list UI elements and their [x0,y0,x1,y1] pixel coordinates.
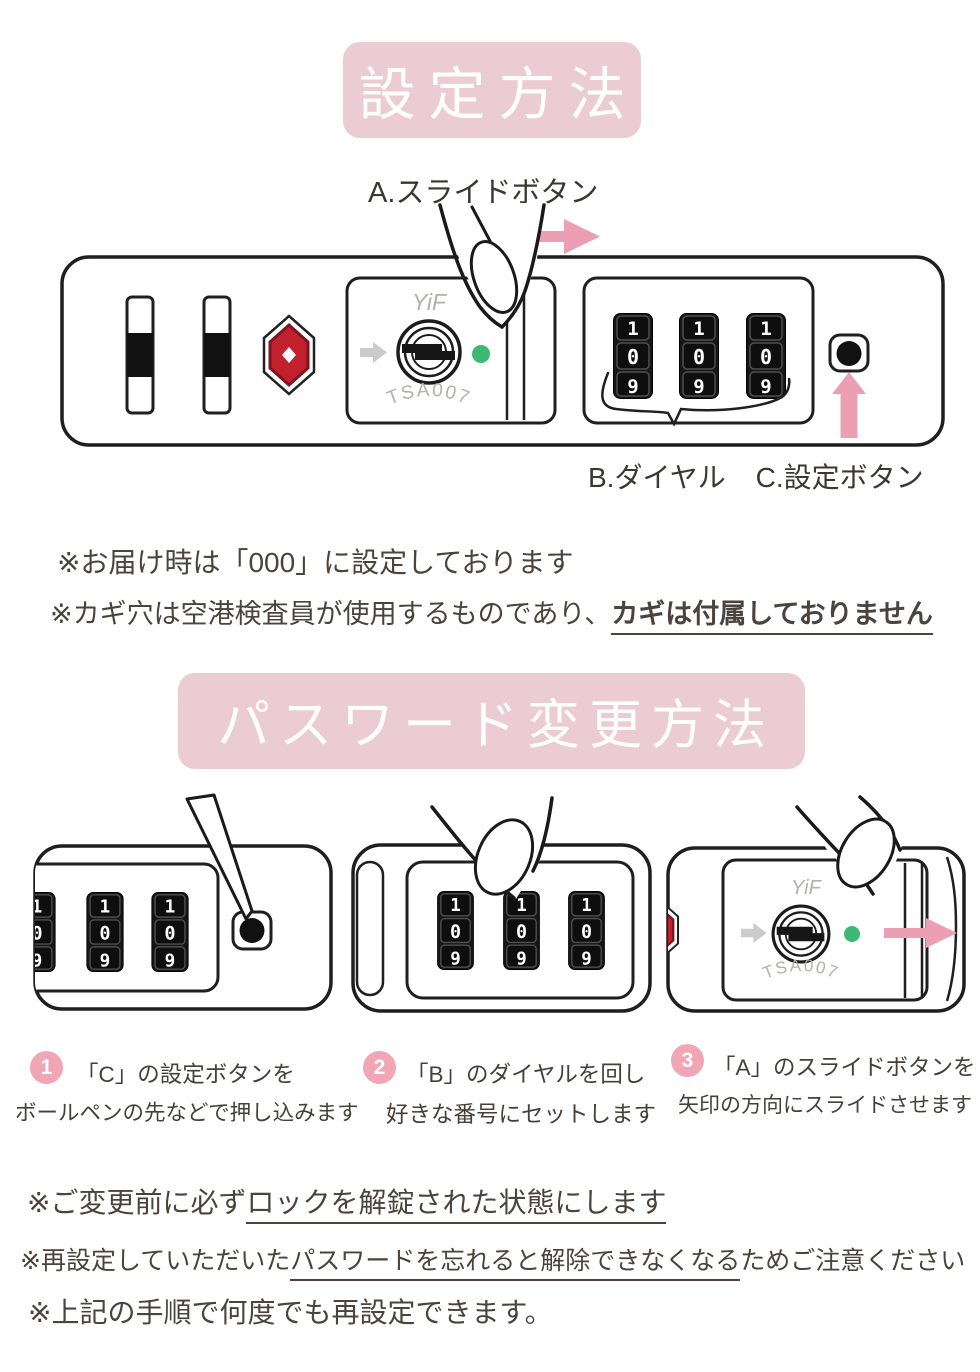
status-green-dot [844,926,860,942]
step2-line2: 好きな番号にセットします [386,1102,657,1127]
dial [679,313,719,399]
lock-end-cap [945,856,958,1002]
dial [503,891,540,970]
step2-figure [351,795,652,1013]
lock-slot [202,295,232,415]
step1-line1: 「C」の設定ボタンを [76,1062,295,1087]
note-text: ※再設定していただいた [20,1247,291,1275]
dial-label: B.ダイヤル [588,462,726,493]
note-emphasis: カギは付属しておりません [611,599,933,635]
finger-icon [795,795,906,896]
change-note-unlock-first: ※ご変更前に必ずロックを解錠された状態にします [27,1181,667,1224]
dial-underline-squiggle [601,371,791,427]
set-button-label: C.設定ボタン [755,462,924,493]
note-text: ※ご変更前に必ず [27,1187,247,1218]
step3-line2: 矢印の方向にスライドさせます [678,1094,972,1117]
step3-figure: YiF TSA007 [666,795,966,1013]
set-button [828,333,870,373]
dial [151,892,189,972]
step2-line1: 「B」のダイヤルを回し [406,1062,646,1087]
brand-text: YiF [791,877,822,899]
lock-end-cap [355,860,385,997]
step3-number-badge: 3 [671,1044,704,1077]
set-button [231,910,273,951]
keyhole-icon [396,319,462,385]
step1-figure [33,793,333,1011]
keyhole-panel: YiF TSA007 [345,276,557,425]
dial [437,891,474,970]
keyhole-icon [771,904,831,964]
lock-slot [125,295,155,415]
dial [613,313,653,399]
dial [568,891,605,970]
label-pointer-line [470,205,492,243]
finger-icon [438,203,546,329]
setup-title-banner: 設定方法 [343,42,641,138]
step3-line1: 「A」のスライドボタンを [713,1055,976,1080]
step1-line2: ボールペンの先などで押し込みます [15,1101,359,1125]
note-text: ※カギ穴は空港検査員が使用するものであり、 [50,599,612,629]
change-title-banner: パスワード変更方法 [178,673,805,769]
pen-icon [185,793,254,921]
note-underlined: ロックを解錠された状態にします [246,1187,667,1224]
change-note-repeatable: ※上記の手順で何度でも再設定できます。 [28,1297,553,1328]
note-text: ためご注意ください [740,1247,966,1275]
set-button-arrow-icon [832,372,866,438]
slide-direction-arrow-icon [516,219,600,254]
dial [86,892,124,972]
password-change-steps-diagram: YiF TSA007 [33,793,966,1013]
step1-number-badge: 1 [30,1051,63,1084]
note-underlined: パスワードを忘れると解除できなくなる [290,1247,741,1281]
step2-number-badge: 2 [363,1051,396,1084]
tsa-lock-diagram: 1 0 9 [60,203,945,447]
setup-note-default-code: ※お届け時は「000」に設定しております [57,547,574,578]
dial-panel [582,276,815,427]
slide-direction-arrow-icon [884,918,957,948]
brand-text: YiF [412,289,448,315]
dial [35,892,56,972]
status-green-dot [472,345,490,363]
change-note-forgot-password: ※再設定していただいたパスワードを忘れると解除できなくなるためご注意ください [20,1241,966,1281]
setup-note-keyhole: ※カギ穴は空港検査員が使用するものであり、カギは付属しておりません [50,592,933,635]
dial [746,313,786,399]
finger-icon [430,795,554,900]
